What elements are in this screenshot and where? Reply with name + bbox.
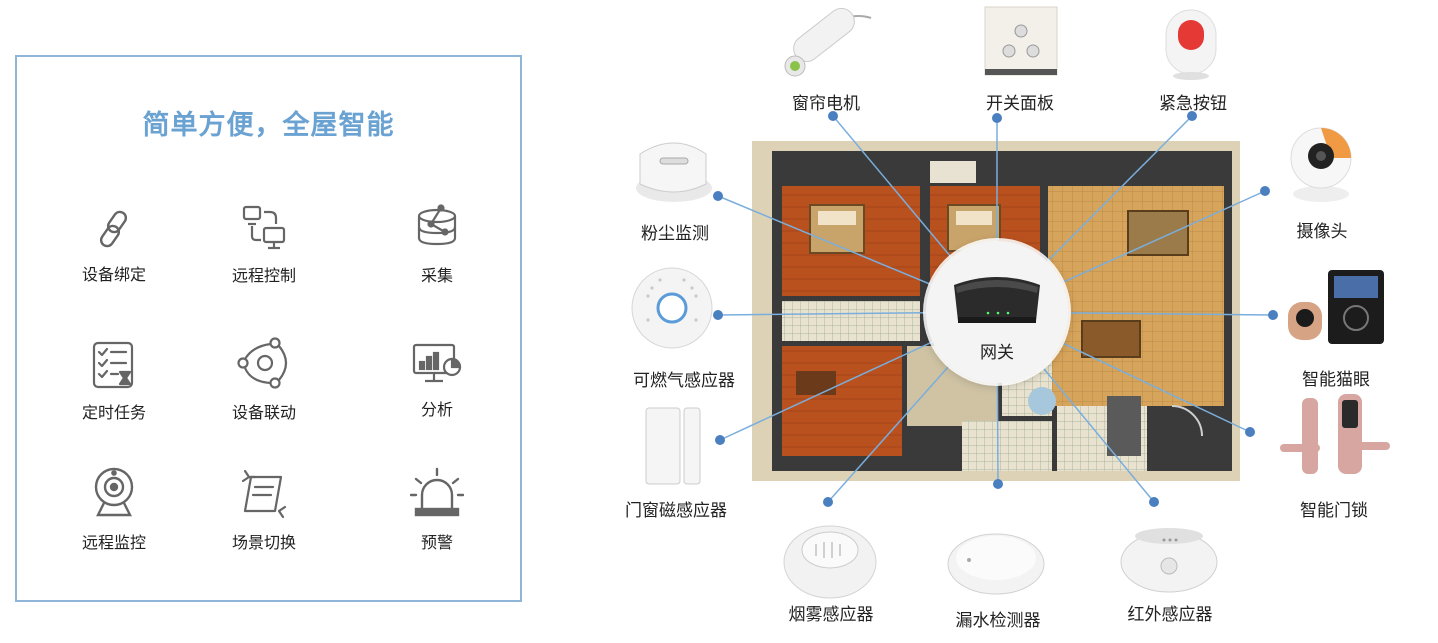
switch-panel-icon[interactable] (983, 5, 1059, 77)
gas-sensor-icon[interactable] (628, 266, 716, 350)
link-dot (1260, 186, 1270, 196)
feature-remote-control: 远程控制 (189, 202, 339, 286)
link-dot (823, 497, 833, 507)
panel-title: 简单方便，全屋智能 (142, 110, 395, 141)
feature-scene-switch: 场景切换 (189, 467, 339, 553)
feature-analysis: 分析 (362, 342, 512, 420)
device-label: 摄像头 (1296, 222, 1348, 242)
feature-panel: 简单方便，全屋智能 设备绑定 远程控制 (15, 55, 522, 602)
feature-remote-monitoring: 远程监控 (39, 465, 189, 553)
link-dot (992, 113, 1002, 123)
feature-collect: 采集 (362, 202, 512, 286)
link-dot (1268, 310, 1278, 320)
feature-timed-task: 定时任务 (39, 339, 189, 423)
infrared-sensor-icon[interactable] (1118, 518, 1220, 596)
device-label: 漏水检测器 (955, 611, 1041, 631)
dust-sensor-icon[interactable] (630, 130, 716, 206)
link-dot (715, 435, 725, 445)
device-label: 烟雾感应器 (788, 605, 874, 625)
device-label: 智能猫眼 (1302, 370, 1370, 390)
feature-label: 采集 (420, 266, 453, 285)
link-dot (993, 479, 1003, 489)
device-label: 智能门锁 (1300, 501, 1368, 521)
camera-icon[interactable] (1285, 118, 1357, 204)
analytics-monitor-icon (412, 343, 462, 383)
link-dot (713, 310, 723, 320)
remote-control-icon (242, 205, 286, 250)
device-label: 开关面板 (986, 94, 1054, 114)
link-dot (1245, 427, 1255, 437)
feature-label: 设备绑定 (81, 265, 146, 284)
door-window-sensor-icon[interactable] (642, 404, 704, 486)
feature-label: 场景切换 (231, 533, 296, 552)
link-dot (1187, 111, 1197, 121)
link-dot (828, 111, 838, 121)
water-leak-sensor-icon[interactable] (945, 520, 1047, 600)
feature-label: 远程监控 (81, 533, 146, 552)
gateway-router-icon (954, 277, 1040, 323)
feature-label: 设备联动 (231, 403, 296, 422)
feature-device-binding: 设备绑定 (39, 205, 189, 285)
feature-early-warning: 预警 (362, 467, 512, 553)
feature-label: 远程控制 (231, 266, 296, 285)
link-dot (713, 191, 723, 201)
feature-label: 预警 (420, 533, 453, 552)
smoke-sensor-icon[interactable] (780, 512, 880, 600)
feature-label: 分析 (420, 400, 453, 419)
curtain-motor-icon[interactable] (775, 4, 875, 84)
webcam-icon (94, 467, 134, 517)
device-label: 红外感应器 (1127, 605, 1213, 625)
scene-switch-icon (241, 469, 287, 519)
device-label: 门窗磁感应器 (625, 501, 727, 521)
emergency-button-icon[interactable] (1160, 6, 1222, 82)
checklist-timer-icon (92, 341, 134, 389)
linkage-icon (237, 337, 288, 389)
alarm-light-icon (410, 467, 464, 517)
device-label: 可燃气感应器 (633, 371, 735, 391)
link-dot (1149, 497, 1159, 507)
gateway-label: 网关 (980, 343, 1014, 363)
smart-peephole-icon[interactable] (1284, 268, 1388, 346)
link-icon (99, 210, 128, 248)
feature-label: 定时任务 (81, 403, 146, 422)
device-label: 窗帘电机 (792, 94, 860, 114)
smart-lock-icon[interactable] (1278, 392, 1392, 480)
gateway-hub[interactable]: 网关 (926, 241, 1068, 383)
database-icon (417, 204, 457, 246)
device-label: 粉尘监测 (641, 224, 709, 244)
device-label: 紧急按钮 (1159, 94, 1227, 114)
feature-device-linkage: 设备联动 (189, 335, 339, 423)
